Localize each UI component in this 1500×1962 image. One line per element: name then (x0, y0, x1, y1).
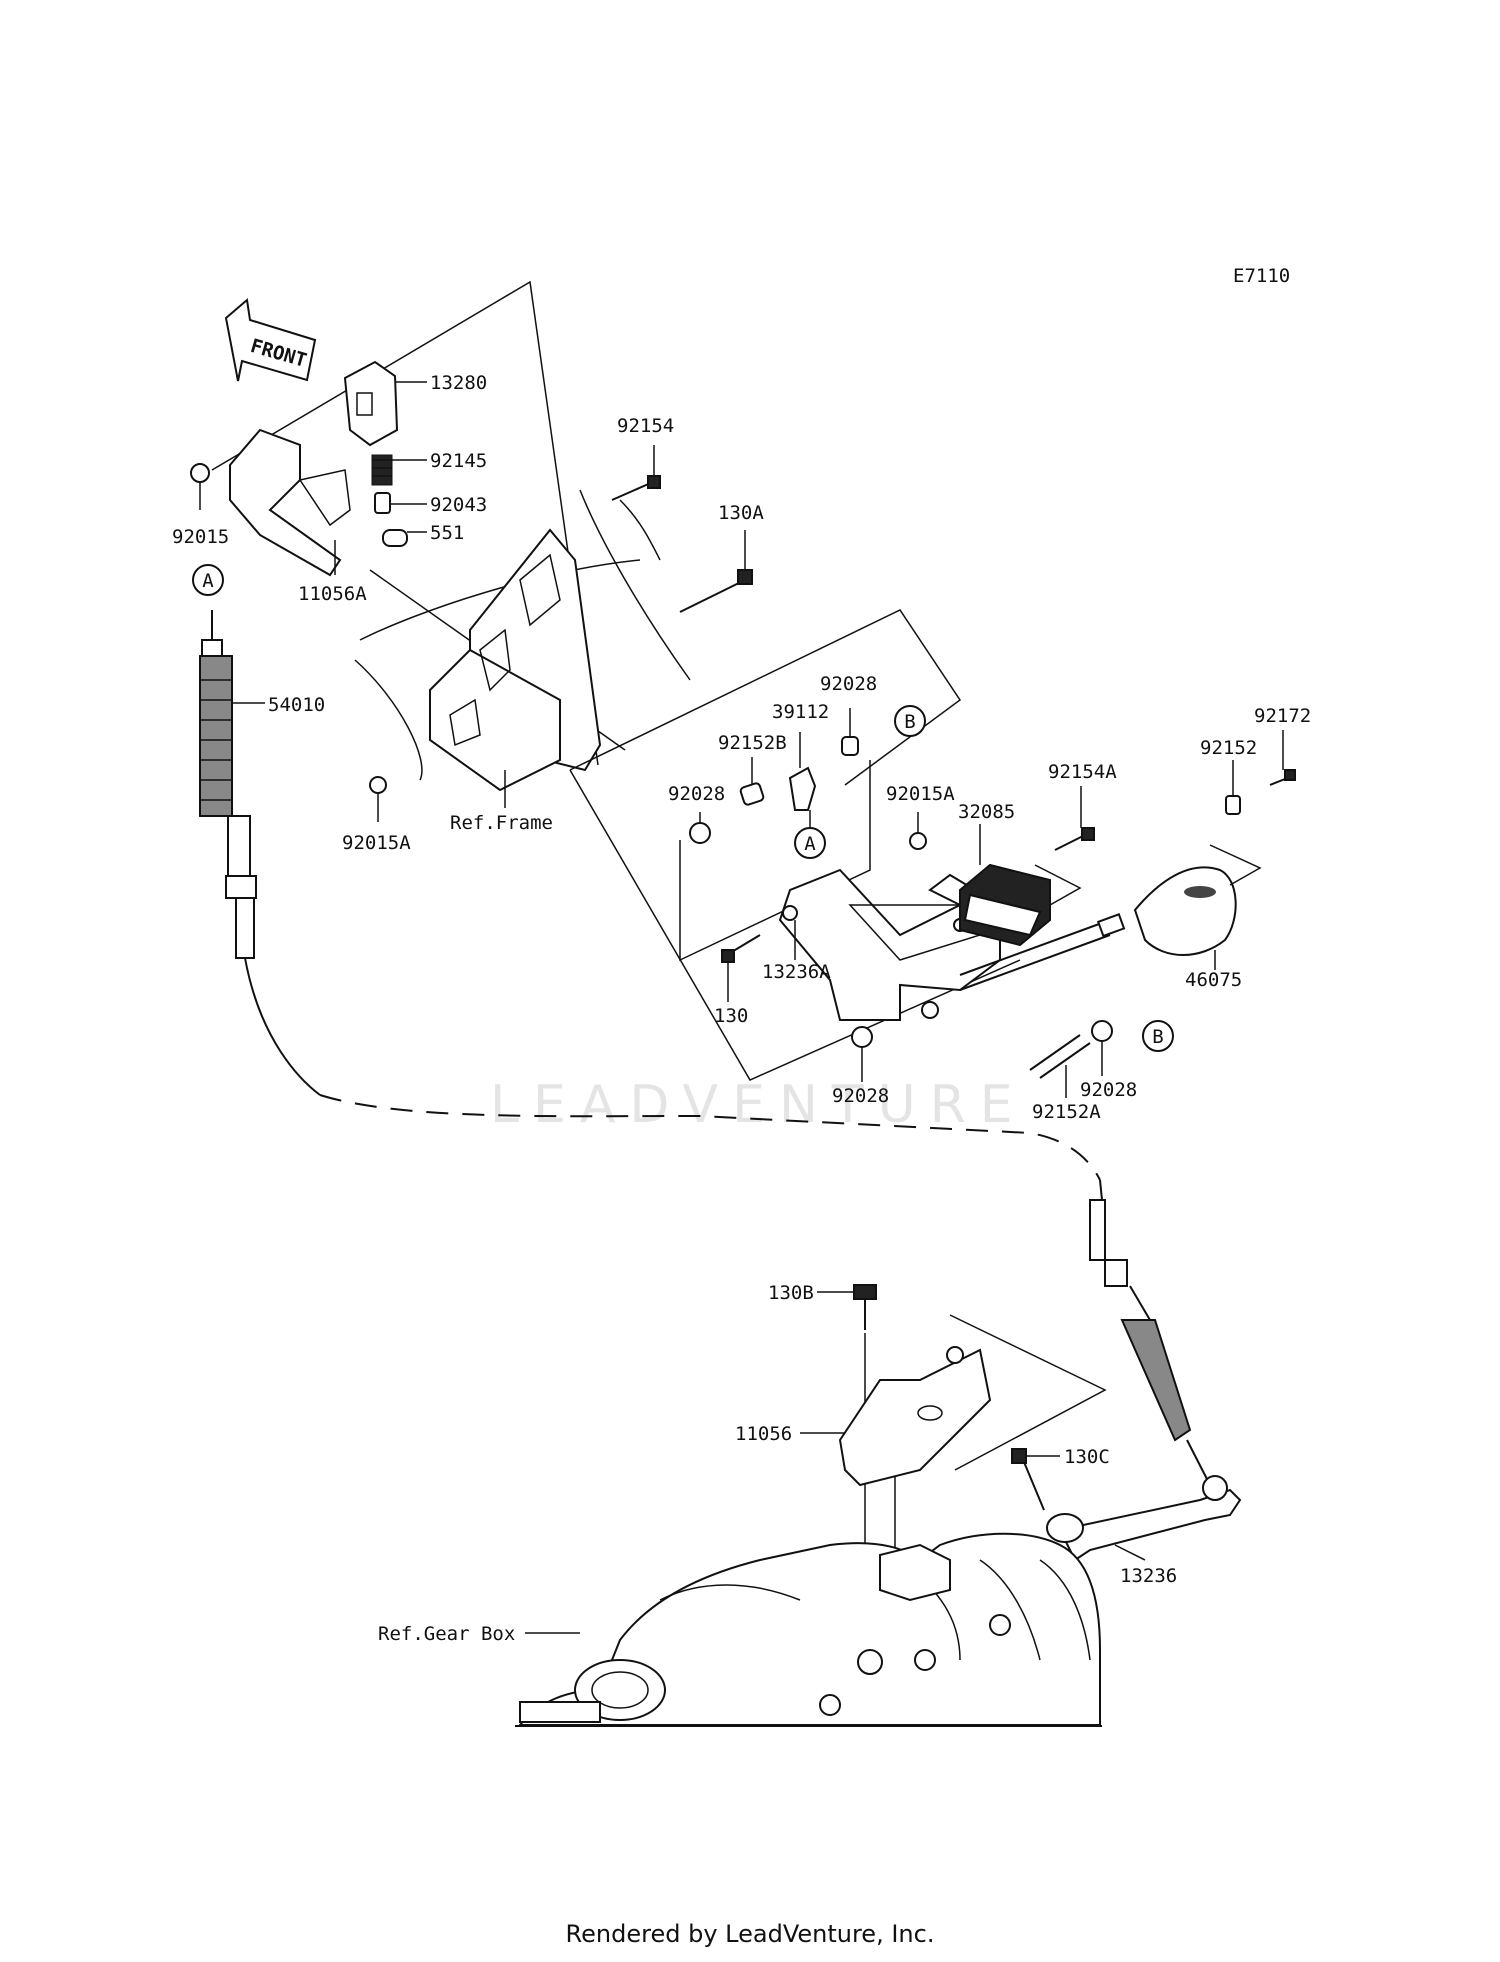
callout-130c: 130C (1064, 1446, 1110, 1468)
callout-92015: 92015 (172, 526, 229, 548)
front-arrow-icon: FRONT (224, 298, 317, 382)
callout-32085: 32085 (958, 801, 1015, 823)
callout-92015a-left: 92015A (342, 832, 411, 854)
marker-a-mid: A (794, 810, 826, 859)
callout-92028-bottom: 92028 (832, 1085, 889, 1107)
watermark: LEADVENTURE (490, 1075, 1027, 1135)
callout-11056a: 11056A (298, 583, 367, 605)
upper-bracket-assembly (190, 280, 753, 794)
callout-92154: 92154 (617, 415, 674, 437)
footer-credit: Rendered by LeadVenture, Inc. (565, 1920, 935, 1948)
spring-icon (371, 454, 393, 486)
callout-92015a-mid: 92015A (886, 783, 955, 805)
marker-b-bottom: B (1142, 1020, 1174, 1052)
marker-b-top: B (894, 705, 926, 737)
callout-13236: 13236 (1120, 1565, 1177, 1587)
svg-text:A: A (202, 570, 214, 592)
callout-39112: 39112 (772, 701, 829, 723)
diagram-code: E7110 (1233, 265, 1290, 287)
lower-gearbox-assembly (515, 1199, 1242, 1727)
svg-text:B: B (904, 711, 915, 733)
callout-92145: 92145 (430, 450, 487, 472)
leader-lines (199, 381, 1284, 1634)
callout-92152b: 92152B (718, 732, 787, 754)
callout-46075: 46075 (1185, 969, 1242, 991)
callout-11056: 11056 (735, 1423, 792, 1445)
callout-130a: 130A (718, 502, 764, 524)
svg-text:B: B (1152, 1026, 1163, 1048)
callout-92043: 92043 (430, 494, 487, 516)
marker-a-left: A (192, 564, 224, 596)
callout-92152a: 92152A (1032, 1101, 1101, 1123)
callout-92028-top: 92028 (820, 673, 877, 695)
callout-92028-right: 92028 (1080, 1079, 1137, 1101)
svg-text:A: A (804, 833, 816, 855)
callout-13280: 13280 (430, 372, 487, 394)
callout-54010: 54010 (268, 694, 325, 716)
callout-ref-frame: Ref.Frame (450, 812, 553, 834)
callout-92028-left: 92028 (668, 783, 725, 805)
callout-551: 551 (430, 522, 464, 544)
shift-cable-54010 (199, 610, 1103, 1201)
callout-92152: 92152 (1200, 737, 1257, 759)
callout-92172: 92172 (1254, 705, 1311, 727)
callout-130: 130 (714, 1005, 748, 1027)
callout-13236a: 13236A (762, 961, 831, 983)
callout-92154a: 92154A (1048, 761, 1117, 783)
callout-130b: 130B (768, 1282, 814, 1304)
middle-lever-assembly (569, 609, 1296, 1081)
callout-ref-gear-box: Ref.Gear Box (378, 1623, 515, 1645)
